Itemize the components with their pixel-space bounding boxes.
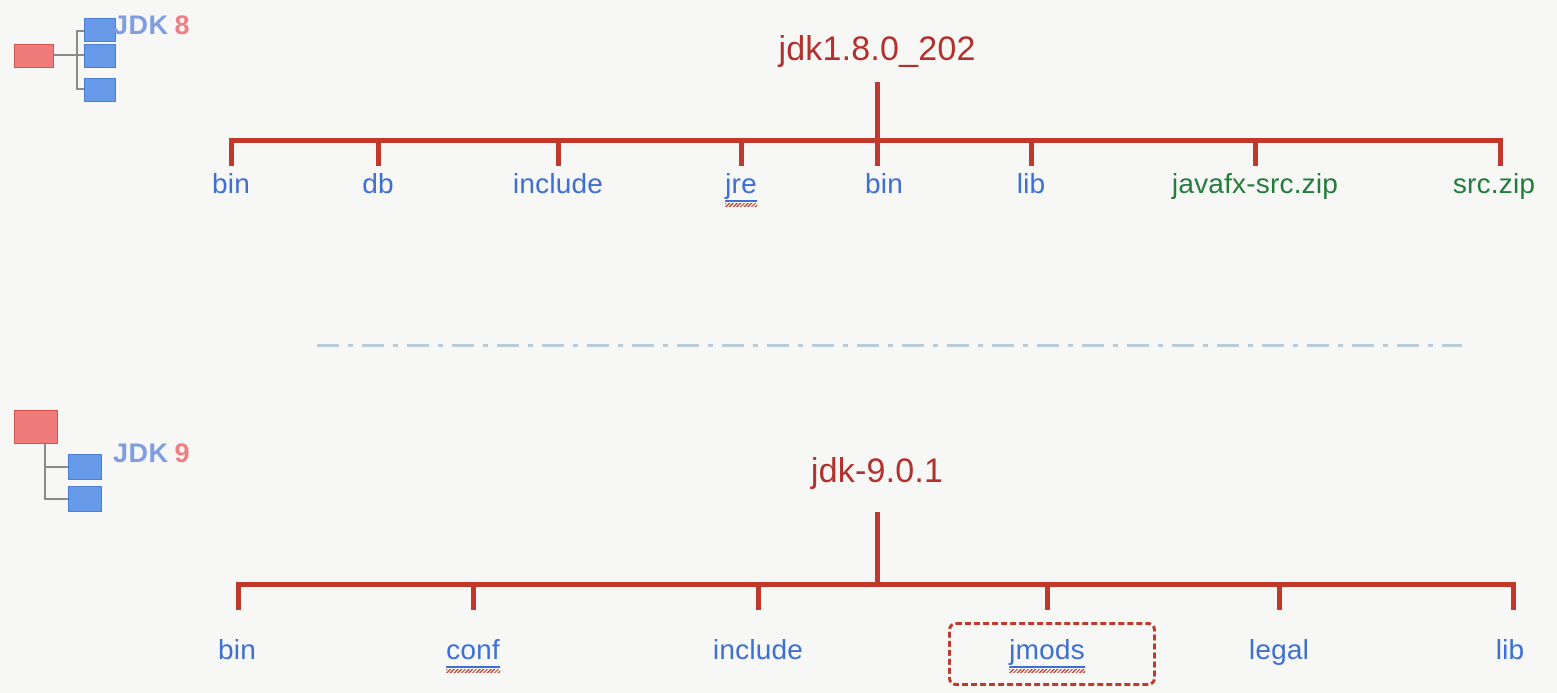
leaf-label[interactable]: bin bbox=[212, 168, 250, 200]
icon-node-root bbox=[14, 410, 58, 444]
icon-node-child-1 bbox=[68, 454, 102, 480]
tree-tick bbox=[556, 138, 561, 166]
tree-tick bbox=[1253, 138, 1258, 166]
tree-tick bbox=[471, 582, 476, 610]
tree-tick bbox=[875, 138, 880, 166]
leaf-text: db bbox=[362, 168, 394, 199]
leaf-underline bbox=[446, 666, 500, 668]
leaf-label[interactable]: lib bbox=[1496, 634, 1525, 666]
tree-stem-jdk9 bbox=[875, 512, 880, 584]
section-label-jdk8-word: JDK bbox=[113, 10, 169, 40]
leaf-label[interactable]: conf bbox=[446, 634, 500, 673]
icon-connector-vertical bbox=[76, 30, 78, 90]
leaf-text: lib bbox=[1495, 634, 1525, 665]
icon-connector-branch-top bbox=[44, 466, 76, 468]
icon-connector-horizontal bbox=[54, 54, 78, 56]
icon-node-child-3 bbox=[84, 78, 116, 102]
leaf-text: lib bbox=[1016, 168, 1046, 199]
section-label-jdk9-word: JDK bbox=[113, 438, 169, 468]
tree-tick bbox=[376, 138, 381, 166]
icon-node-root bbox=[14, 44, 54, 68]
jmods-highlight-box bbox=[948, 622, 1156, 686]
leaf-label[interactable]: include bbox=[713, 634, 803, 666]
section-label-jdk8-number: 8 bbox=[174, 10, 191, 40]
tree-tick bbox=[1045, 582, 1050, 610]
jdk9-tree-icon bbox=[14, 410, 106, 512]
jdk8-tree-icon bbox=[14, 8, 116, 102]
leaf-text: jre bbox=[725, 168, 757, 199]
leaf-label[interactable]: jre bbox=[725, 168, 757, 207]
icon-connector-branch-bottom bbox=[44, 498, 76, 500]
icon-node-child-2 bbox=[68, 486, 102, 512]
leaf-text-wrap: conf bbox=[446, 634, 500, 673]
leaf-text: include bbox=[712, 634, 804, 665]
leaf-label[interactable]: lib bbox=[1017, 168, 1046, 200]
tree-tick bbox=[1511, 582, 1516, 610]
leaf-underline bbox=[1009, 666, 1085, 668]
leaf-text: src.zip bbox=[1452, 168, 1536, 199]
leaf-label[interactable]: legal bbox=[1249, 634, 1309, 666]
tree-stem-jdk8 bbox=[875, 82, 880, 140]
spellcheck-squiggle bbox=[446, 669, 500, 673]
leaf-text-wrap: jmods bbox=[1009, 634, 1085, 673]
section-divider bbox=[317, 344, 1462, 347]
section-label-jdk9-number: 9 bbox=[174, 438, 191, 468]
leaf-label[interactable]: include bbox=[513, 168, 603, 200]
tree-tick bbox=[1498, 138, 1503, 166]
leaf-text: bin bbox=[865, 168, 903, 199]
leaf-text: bin bbox=[212, 168, 250, 199]
root-title-jdk9: jdk-9.0.1 bbox=[810, 452, 944, 490]
leaf-text: legal bbox=[1248, 634, 1310, 665]
tree-tick bbox=[739, 138, 744, 166]
spellcheck-squiggle bbox=[1009, 669, 1085, 673]
tree-tick bbox=[1029, 138, 1034, 166]
tree-tick bbox=[229, 138, 234, 166]
leaf-text: jmods bbox=[1009, 634, 1085, 665]
tree-bar-jdk8 bbox=[230, 138, 1502, 143]
leaf-text: javafx-src.zip bbox=[1171, 168, 1339, 199]
icon-node-child-1 bbox=[84, 18, 116, 42]
spellcheck-squiggle bbox=[725, 203, 757, 207]
leaf-label[interactable]: bin bbox=[865, 168, 903, 200]
root-title-jdk8: jdk1.8.0_202 bbox=[778, 30, 976, 68]
leaf-label[interactable]: bin bbox=[218, 634, 256, 666]
tree-tick bbox=[236, 582, 241, 610]
tree-tick bbox=[1277, 582, 1282, 610]
leaf-text: bin bbox=[218, 634, 256, 665]
icon-connector-vertical bbox=[44, 444, 46, 500]
icon-node-child-2 bbox=[84, 44, 116, 68]
leaf-text-wrap: jre bbox=[725, 168, 757, 207]
leaf-label[interactable]: jmods bbox=[1009, 634, 1085, 673]
leaf-label[interactable]: db bbox=[362, 168, 394, 200]
leaf-label[interactable]: javafx-src.zip bbox=[1172, 168, 1338, 200]
leaf-text: conf bbox=[446, 634, 500, 665]
tree-bar-jdk9 bbox=[237, 582, 1515, 587]
leaf-text: include bbox=[512, 168, 604, 199]
leaf-underline bbox=[725, 200, 757, 202]
tree-tick bbox=[756, 582, 761, 610]
leaf-label[interactable]: src.zip bbox=[1453, 168, 1535, 200]
